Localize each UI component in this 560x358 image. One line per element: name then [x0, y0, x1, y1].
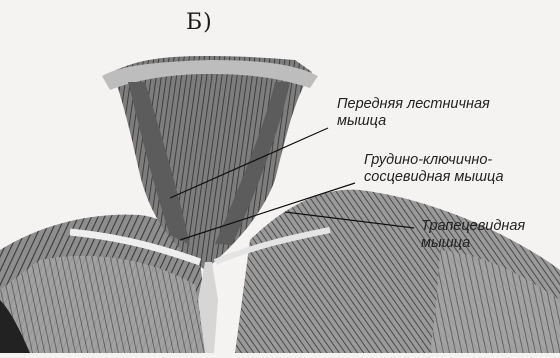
label-sternocleidomastoid: Грудино-ключично- сосцевидная мышца [364, 152, 504, 186]
label-anterior-scalene-line2: мышца [337, 113, 490, 130]
label-anterior-scalene-line1: Передняя лестничная [337, 96, 490, 113]
label-trapezius-line2: мышца [421, 235, 525, 252]
label-sternocleidomastoid-line1: Грудино-ключично- [364, 152, 504, 169]
label-trapezius-line1: Трапецевидная [421, 218, 525, 235]
label-sternocleidomastoid-line2: сосцевидная мышца [364, 169, 504, 186]
label-anterior-scalene: Передняя лестничная мышца [337, 96, 490, 130]
panel-letter: Б) [186, 10, 213, 35]
label-trapezius: Трапецевидная мышца [421, 218, 525, 252]
